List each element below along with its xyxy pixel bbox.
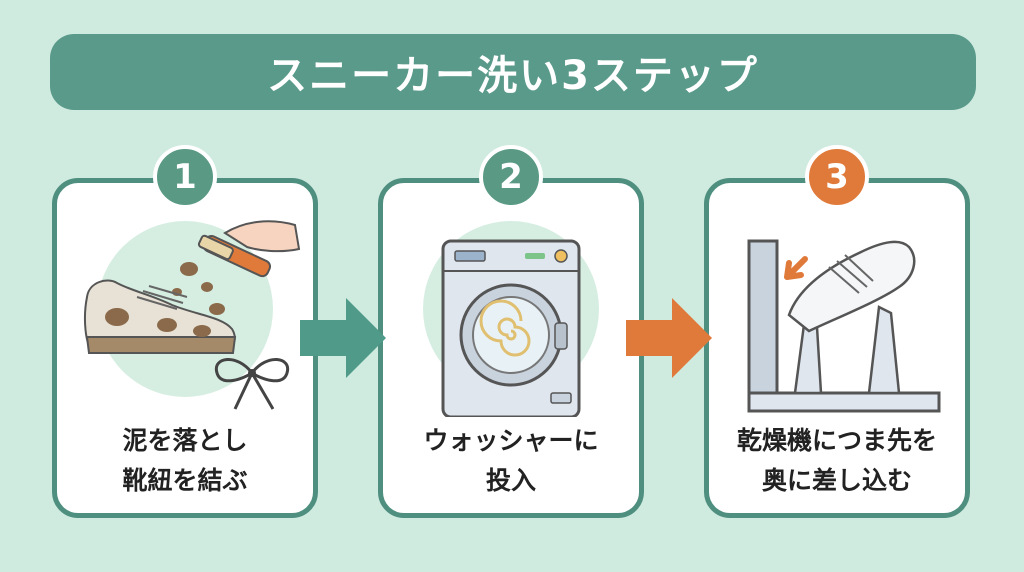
step-3-caption: 乾燥機につま先を 奥に差し込む: [709, 421, 965, 501]
step-1-badge: 1: [153, 145, 217, 209]
step-2-badge: 2: [479, 145, 543, 209]
brush-hand-icon: [197, 220, 301, 278]
shoe-dryer-icon: [747, 239, 941, 413]
title-banner: スニーカー洗い3ステップ: [50, 34, 976, 110]
washing-machine-icon: [423, 221, 599, 417]
arrow-right-orange-icon: [626, 298, 712, 378]
step-1-caption: 泥を落とし 靴紐を結ぶ: [57, 421, 313, 501]
step-3-caption-line2: 奥に差し込む: [761, 466, 912, 495]
page-title: スニーカー洗い3ステップ: [267, 53, 759, 99]
step-3-badge: 3: [805, 145, 869, 209]
step-card-3: 乾燥機につま先を 奥に差し込む: [704, 178, 970, 518]
step-2-caption-line2: 投入: [485, 466, 536, 495]
step-2-caption-line1: ウォッシャーに: [423, 426, 599, 455]
step-card-2: ウォッシャーに 投入: [378, 178, 644, 518]
step-card-1: 泥を落とし 靴紐を結ぶ: [52, 178, 318, 518]
step-1-caption-line1: 泥を落とし: [122, 426, 248, 455]
dirty-sneaker-icon: [84, 221, 273, 397]
step-3-caption-line1: 乾燥機につま先を: [736, 426, 937, 455]
step-1-caption-line2: 靴紐を結ぶ: [122, 466, 248, 495]
step-2-caption: ウォッシャーに 投入: [383, 421, 639, 501]
shoelace-bow-icon: [214, 358, 290, 410]
arrow-right-icon: [300, 298, 386, 378]
